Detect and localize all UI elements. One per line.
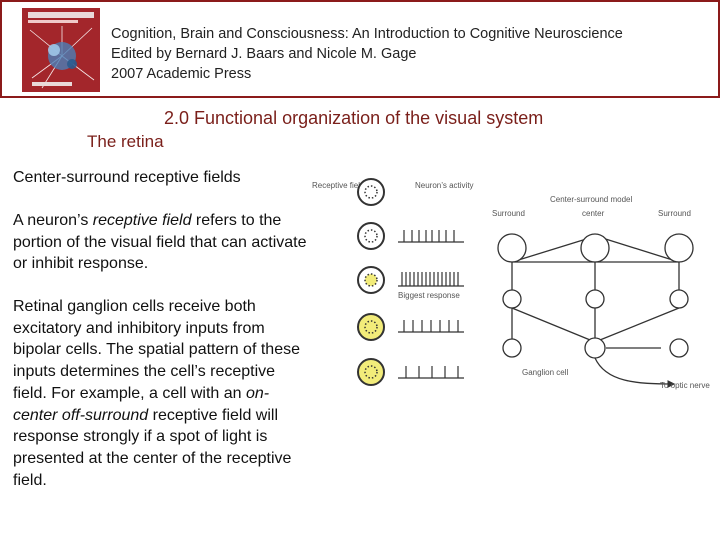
center-surround-diagram: Receptive field Neuron’s activity	[312, 178, 710, 390]
p2-text-end: receptive field will response strongly i…	[13, 406, 292, 489]
section-title: 2.0 Functional organization of the visua…	[164, 108, 544, 128]
label-surround-right: Surround	[658, 209, 691, 218]
receptive-field-circle-2	[357, 222, 385, 250]
p2-text-start: Retinal ganglion cells receive both exci…	[13, 298, 300, 402]
paragraph-ganglion-cells: Retinal ganglion cells receive both exci…	[13, 296, 305, 491]
p1-text-start: A neuron’s	[13, 212, 93, 229]
header-line-book-title: Cognition, Brain and Consciousness: An I…	[111, 26, 623, 42]
spike-train-2	[398, 230, 464, 243]
model-neurons	[497, 233, 694, 359]
slide-subtitle: The retina	[87, 132, 164, 151]
book-cover-art	[22, 8, 100, 92]
label-center-surround-model: Center-surround model	[550, 195, 632, 204]
header-line-editors: Edited by Bernard J. Baars and Nicole M.…	[111, 46, 417, 62]
p1-text-end: refers to the portion of the visual fiel…	[13, 212, 307, 273]
label-surround-left: Surround	[492, 209, 525, 218]
text-heading: Center-surround receptive fields	[13, 169, 241, 186]
neuron-center-receptor	[580, 233, 610, 263]
receptive-field-circle-3	[357, 266, 385, 294]
label-optic-nerve: To optic nerve	[660, 381, 710, 390]
label-ganglion-cell: Ganglion cell	[522, 368, 568, 377]
neuron-side-cell	[502, 338, 522, 358]
receptive-field-circle-4	[357, 313, 385, 341]
label-biggest-response: Biggest response	[398, 291, 460, 300]
header-line-publisher: 2007 Academic Press	[111, 66, 252, 82]
p2-italic-term: on-center off-surround	[13, 384, 270, 424]
spike-train-4	[398, 320, 464, 333]
center-surround-figure: Receptive field Neuron’s activity	[306, 172, 716, 402]
receptive-field-circle-5	[357, 358, 385, 386]
neuron-side-cell-right	[669, 338, 689, 358]
spike-train-5	[398, 366, 464, 379]
receptive-field-circle-1	[357, 178, 385, 206]
neuron-surround-right-receptor	[664, 233, 694, 263]
paragraph-receptive-field: A neuron’s receptive field refers to the…	[13, 210, 313, 275]
neuron-surround-left-bipolar	[502, 289, 522, 309]
label-center: center	[582, 209, 605, 218]
spike-train-3	[398, 272, 464, 287]
neuron-ganglion-cell	[584, 337, 606, 359]
label-receptive-field: Receptive field	[312, 181, 364, 190]
header-banner: Cognition, Brain and Consciousness: An I…	[0, 0, 720, 98]
book-cover-image	[22, 8, 100, 92]
p1-italic-term: receptive field	[92, 212, 192, 229]
neuron-surround-left-receptor	[497, 233, 527, 263]
neuron-center-bipolar	[585, 289, 605, 309]
label-neurons-activity: Neuron’s activity	[415, 181, 474, 190]
neuron-surround-right-bipolar	[669, 289, 689, 309]
